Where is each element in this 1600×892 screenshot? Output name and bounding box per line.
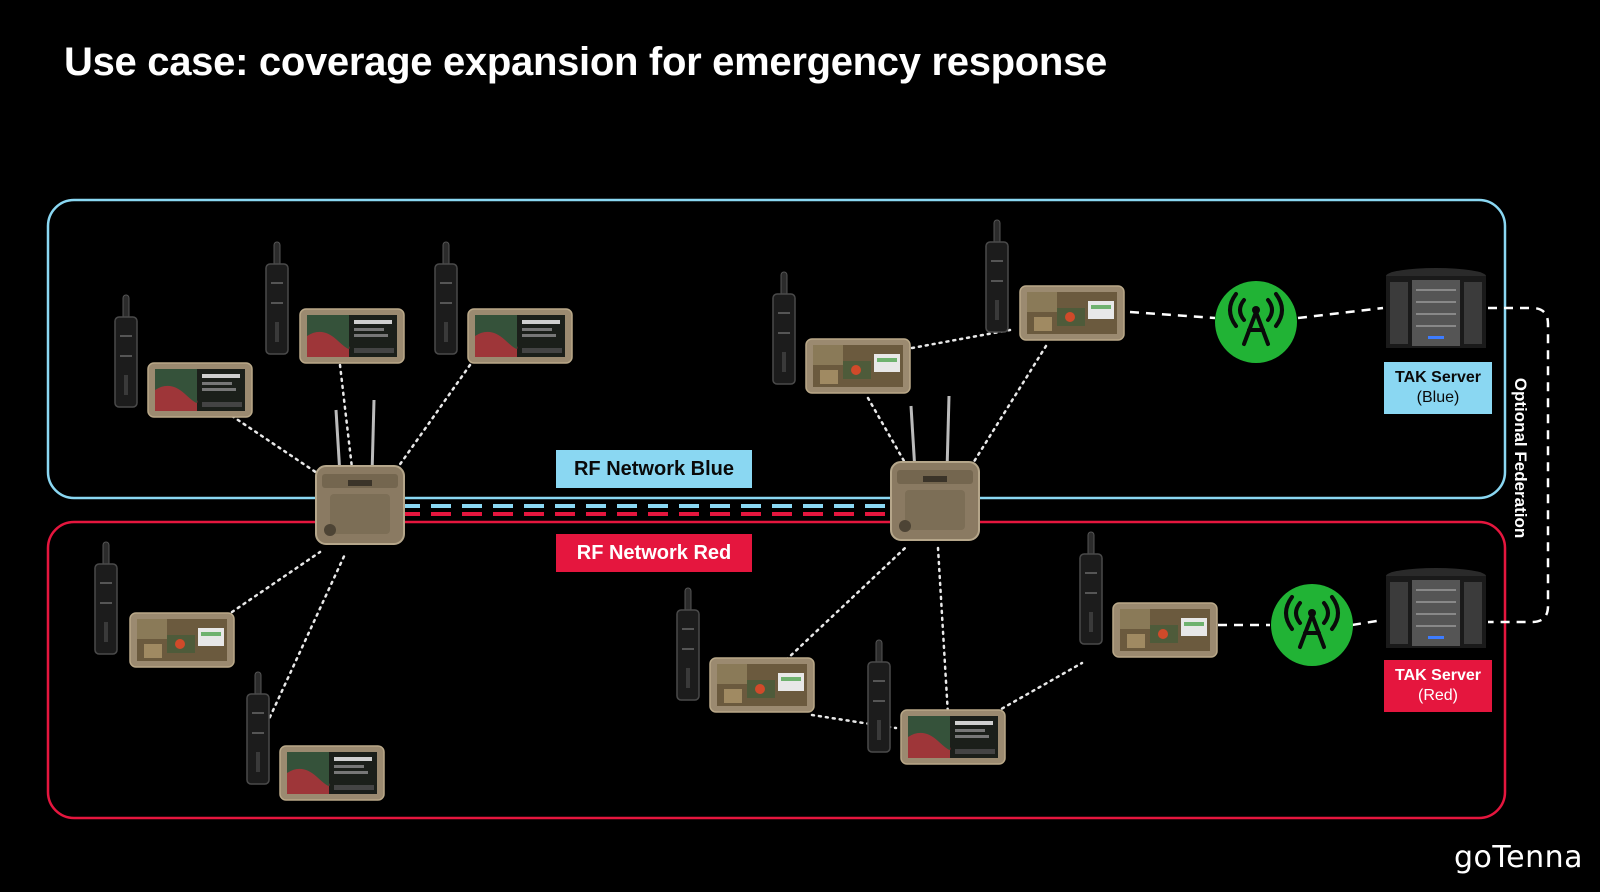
tak-server-blue-name: TAK Server	[1395, 369, 1481, 386]
server-rack-icon	[1385, 267, 1487, 349]
rf-network-blue-boundary	[46, 198, 1507, 500]
tablet-device-icon	[805, 338, 911, 394]
tak-server-red-sub: (Red)	[1417, 687, 1458, 704]
tablet-device-icon	[129, 612, 235, 668]
gotenna-logo: goTenna	[1454, 840, 1583, 875]
radio-handset-icon	[246, 671, 270, 785]
tak-server-red-label: TAK Server (Red)	[1384, 660, 1492, 712]
blue-network-devices	[114, 219, 1125, 418]
radio-handset-icon	[676, 587, 700, 701]
optional-federation-label: Optional Federation	[1511, 377, 1530, 539]
tablet-device-icon	[709, 657, 815, 713]
rf-network-red-label: RF Network Red	[556, 534, 752, 572]
tablet-device-icon	[279, 745, 385, 801]
tablet-device-icon	[467, 308, 573, 364]
radio-handset-icon	[867, 639, 891, 753]
tablet-device-icon	[299, 308, 405, 364]
tak-server-blue-label: TAK Server (Blue)	[1384, 362, 1492, 414]
rf-network-red-boundary	[46, 520, 1507, 820]
radio-handset-icon	[434, 241, 458, 355]
radio-handset-icon	[114, 294, 138, 408]
radio-handset-icon	[94, 541, 118, 655]
radio-handset-icon	[1079, 531, 1103, 645]
backhaul-links	[1129, 306, 1550, 627]
radio-handset-icon	[985, 219, 1009, 333]
tablet-device-icon	[900, 709, 1006, 765]
tablet-device-icon	[147, 362, 253, 418]
cell-tower-icon	[1213, 279, 1299, 365]
mesh-relay-icon	[889, 394, 981, 542]
rf-network-blue-label: RF Network Blue	[556, 450, 752, 488]
red-network-devices	[94, 531, 1218, 801]
radio-handset-icon	[265, 241, 289, 355]
cell-tower-icon	[1269, 582, 1355, 668]
tablet-device-icon	[1112, 602, 1218, 658]
mesh-relay-icon	[314, 398, 406, 546]
server-rack-icon	[1385, 567, 1487, 649]
page-title: Use case: coverage expansion for emergen…	[64, 40, 1107, 84]
tak-server-red-name: TAK Server	[1395, 667, 1481, 684]
tak-server-blue-sub: (Blue)	[1416, 389, 1460, 406]
tablet-device-icon	[1019, 285, 1125, 341]
radio-handset-icon	[772, 271, 796, 385]
